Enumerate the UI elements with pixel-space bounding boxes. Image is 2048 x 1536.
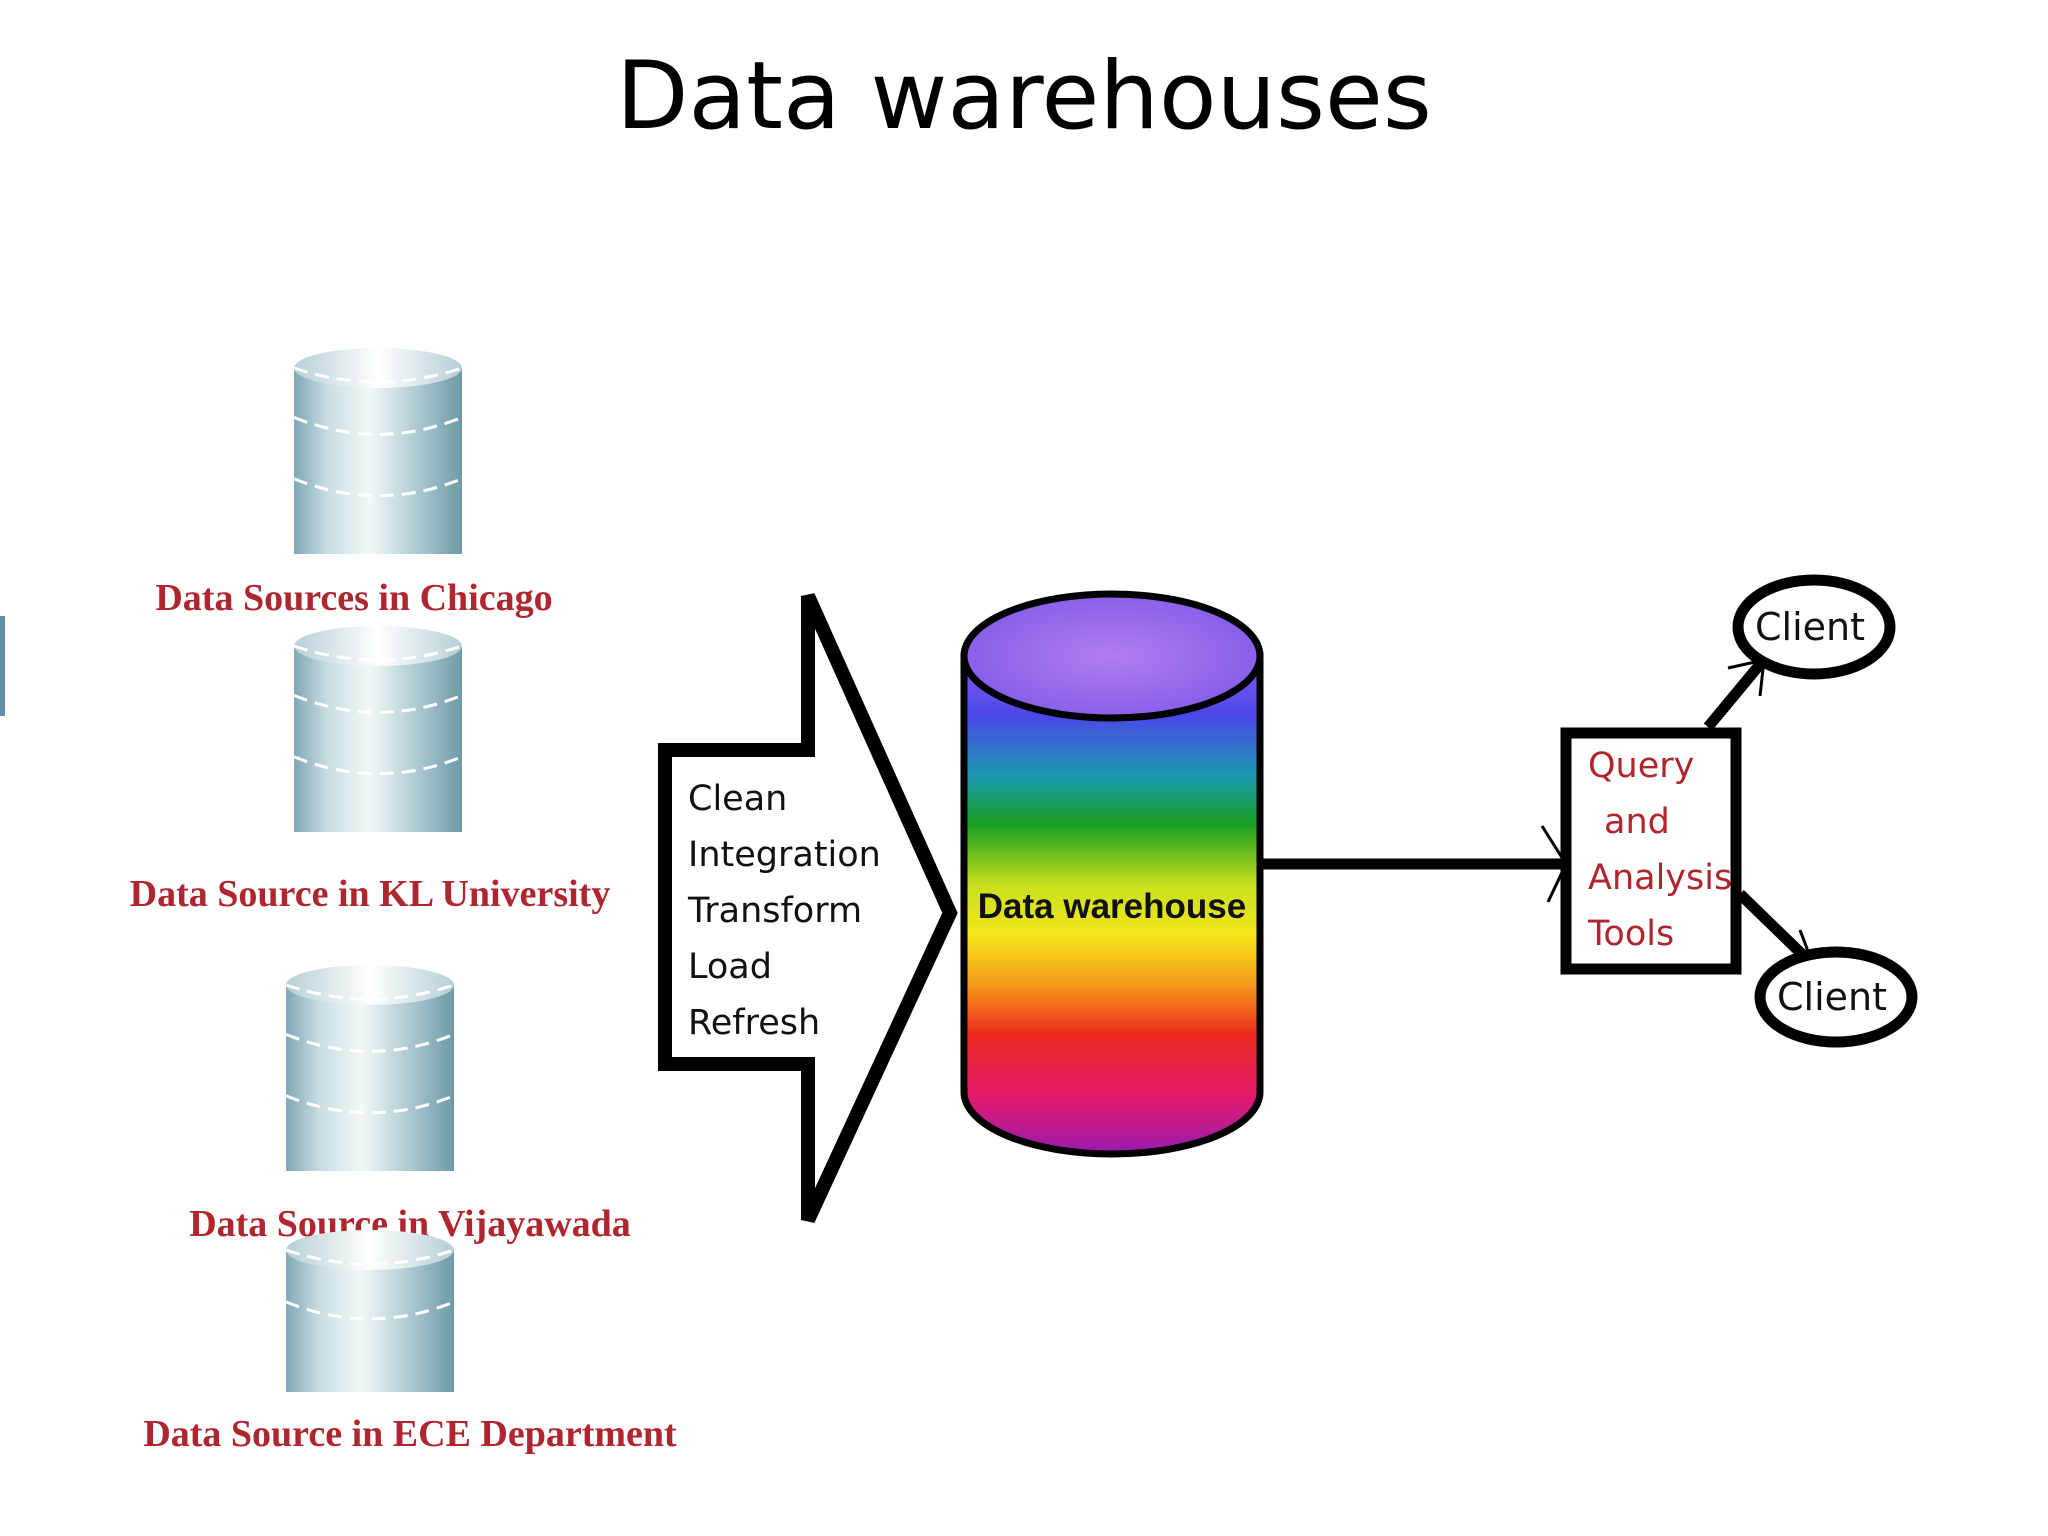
slide-title: Data warehouses	[616, 42, 1432, 151]
etl-step-label: Load	[688, 947, 772, 987]
tools-box	[1560, 727, 1742, 975]
source-item: Data Source in Vijayawada	[189, 965, 631, 1245]
source-item: Data Source in ECE Department	[143, 1230, 677, 1455]
source-label: Data Sources in Chicago	[155, 577, 552, 619]
source-label: Data Source in ECE Department	[143, 1413, 677, 1455]
tools-label-line: Tools	[1587, 914, 1674, 954]
source-item: Data Sources in Chicago	[155, 348, 553, 619]
database-icon	[293, 348, 463, 554]
tools-label-line: Query	[1588, 746, 1694, 786]
etl-step-label: Transform	[687, 891, 862, 931]
client-node: Client	[1732, 574, 1896, 680]
client-label: Client	[1755, 605, 1865, 649]
edge-marker	[0, 616, 5, 716]
etl-arrow	[658, 593, 958, 1223]
etl-step-label: Refresh	[688, 1003, 820, 1043]
tools-label-line: and	[1604, 802, 1670, 842]
source-label: Data Source in KL University	[130, 873, 611, 915]
database-icon	[285, 1230, 455, 1392]
connector-line	[1703, 658, 1767, 731]
database-icon	[285, 965, 455, 1171]
connector-line	[1736, 890, 1812, 964]
source-item: Data Source in KL University	[130, 626, 611, 915]
warehouse-cylinder-icon	[960, 590, 1264, 1158]
client-label: Client	[1777, 975, 1887, 1019]
client-node: Client	[1754, 946, 1918, 1048]
etl-step-label: Integration	[688, 835, 881, 875]
warehouse-label: Data warehouse	[978, 887, 1246, 926]
etl-step-label: Clean	[688, 779, 787, 819]
database-icon	[293, 626, 463, 832]
warehouse-group: Data warehouse	[960, 590, 1264, 1158]
tools-label-line: Analysis	[1588, 858, 1732, 898]
